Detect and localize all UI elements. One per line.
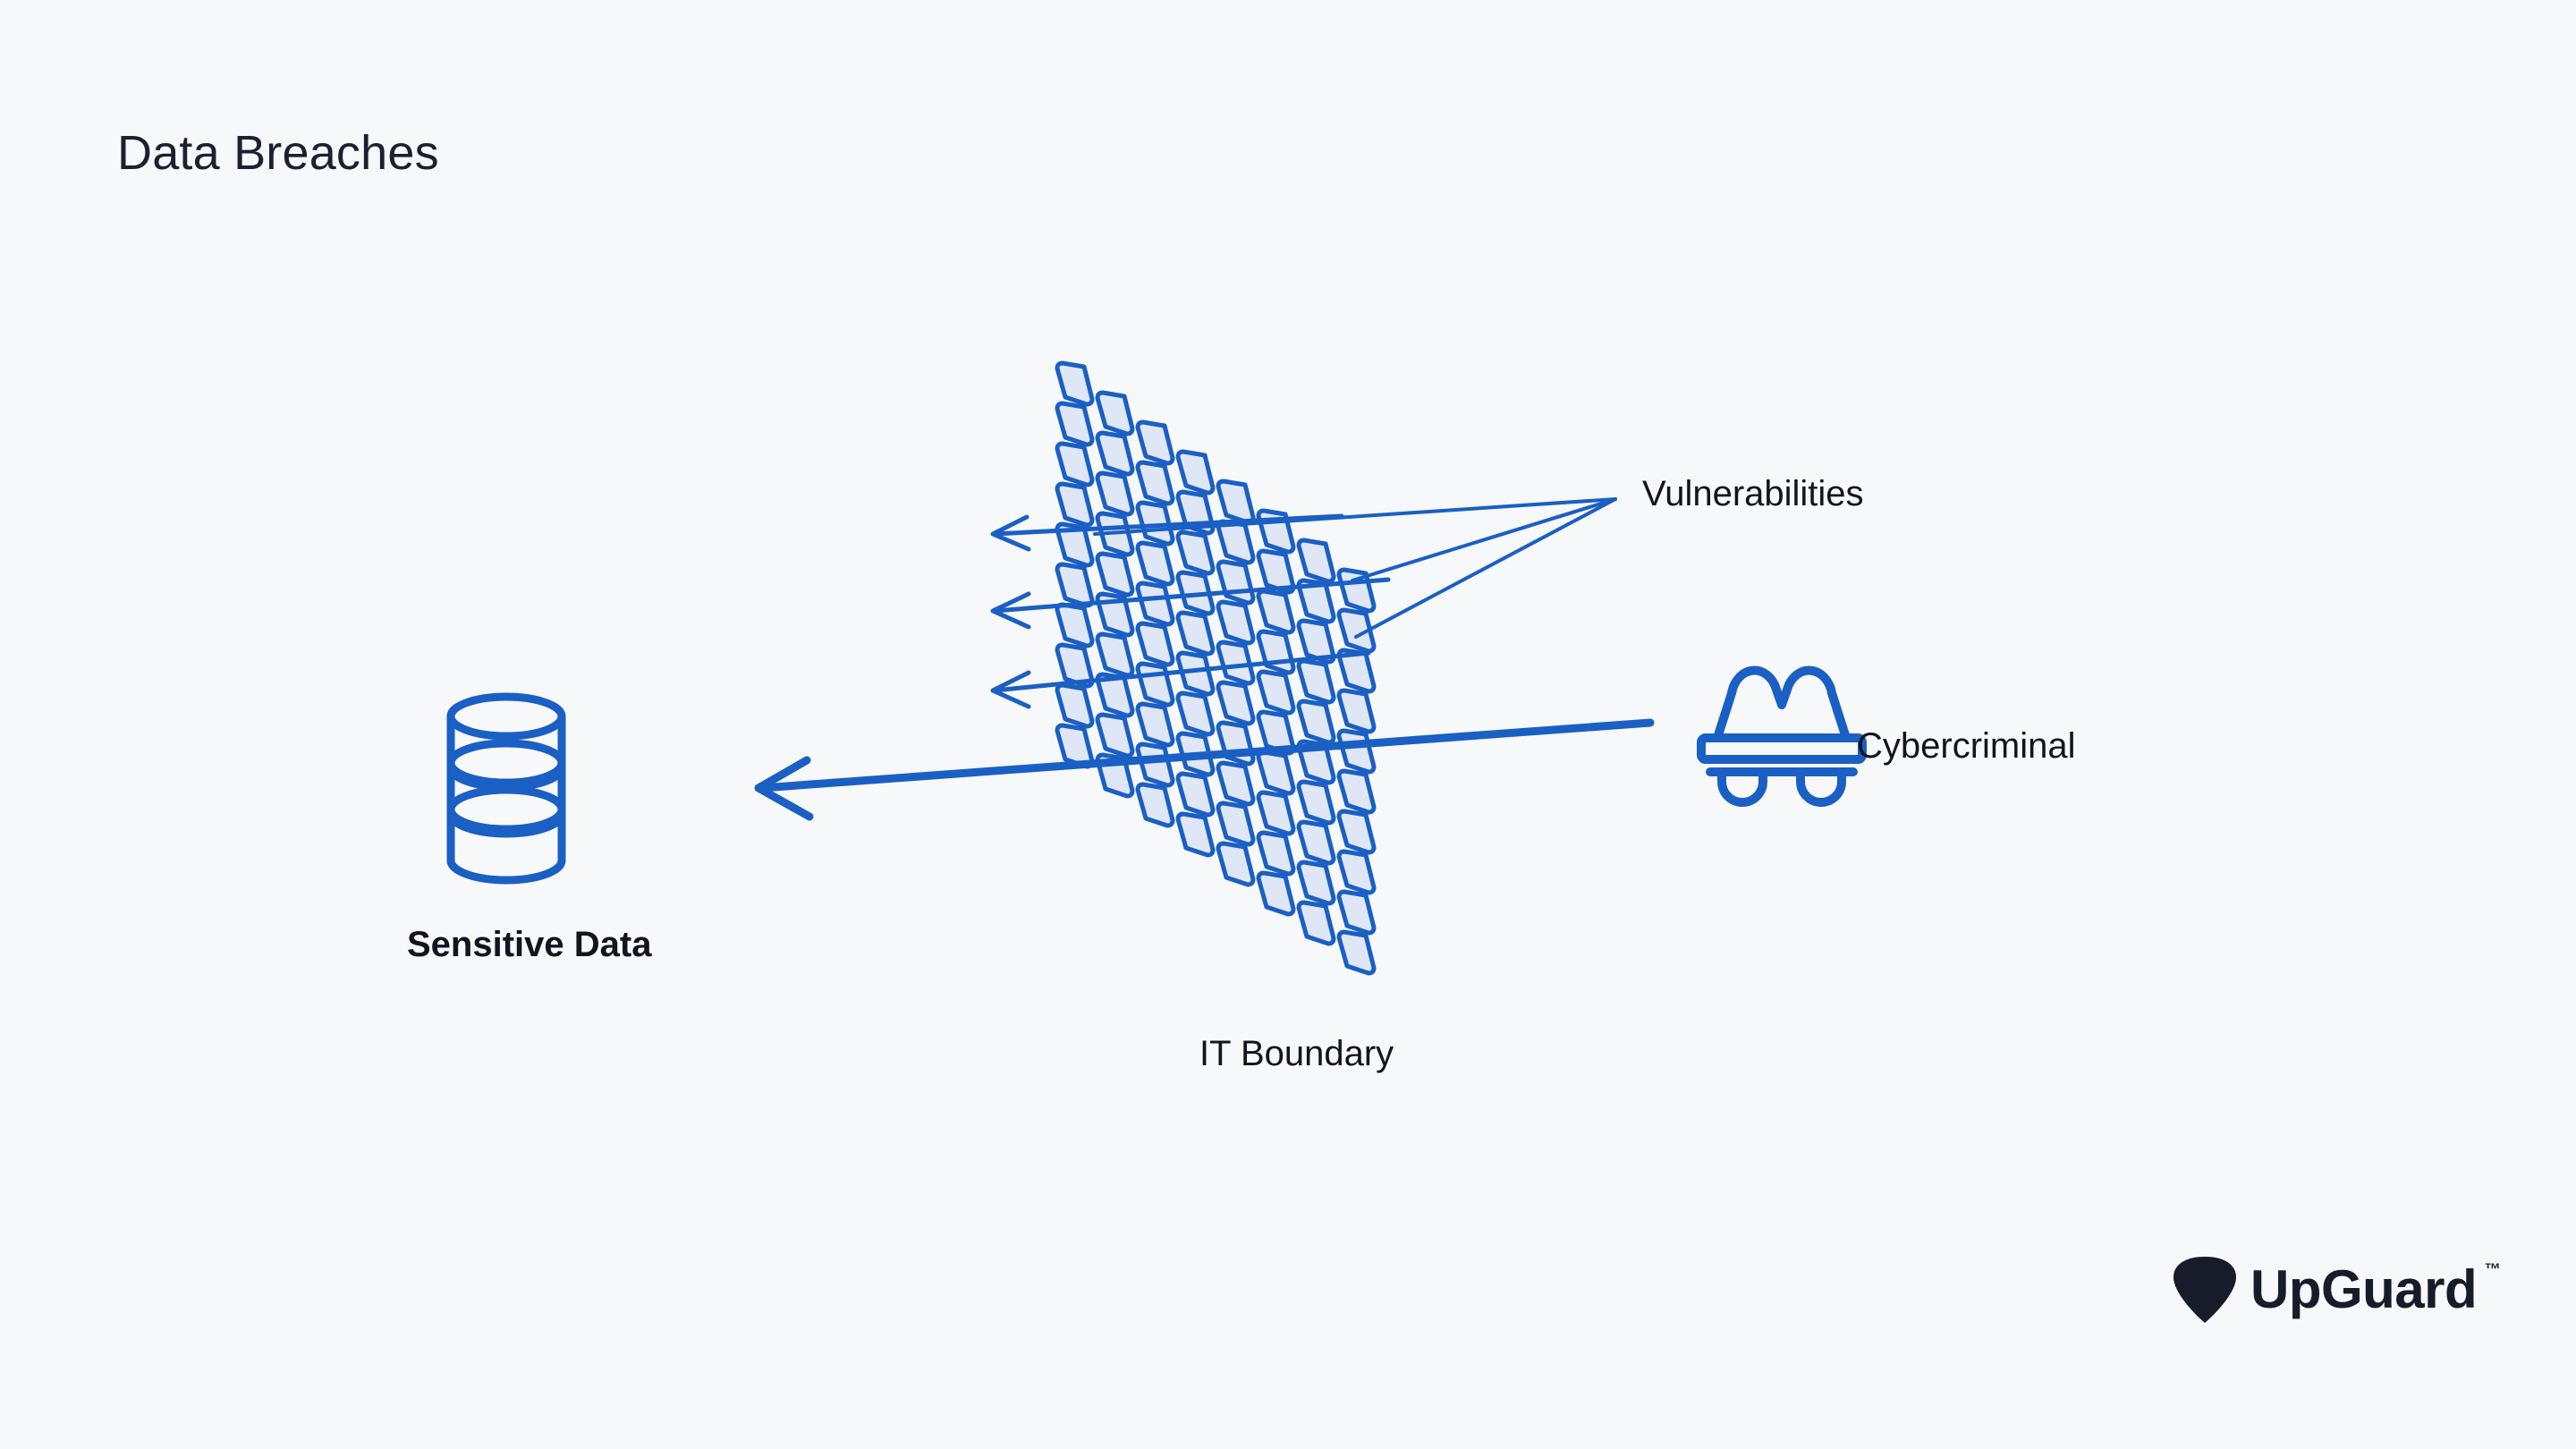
breach-arrow-2	[990, 577, 1391, 630]
mesh-tile	[1135, 419, 1175, 466]
page-title: Data Breaches	[117, 126, 439, 180]
mesh-tile	[1095, 712, 1135, 758]
mesh-tile	[1135, 580, 1175, 627]
attack-path-arrowhead	[754, 756, 814, 821]
mesh-tile	[1135, 500, 1175, 547]
mesh-tile	[1216, 841, 1256, 887]
mesh-tile	[1296, 779, 1336, 826]
mesh-tile	[1336, 809, 1377, 855]
mesh-tile	[1055, 481, 1095, 528]
upguard-logo: UpGuard ™	[2172, 1256, 2501, 1324]
incognito-hat-icon	[1697, 665, 1867, 807]
mesh-tile	[1055, 401, 1095, 447]
mesh-tile	[1135, 782, 1175, 828]
mesh-tile	[1336, 889, 1377, 936]
mesh-tile	[1095, 470, 1135, 517]
mesh-tile	[1256, 870, 1296, 917]
mesh-tile	[1175, 650, 1216, 697]
mesh-tile	[1175, 449, 1216, 496]
mesh-tile	[1216, 519, 1256, 565]
mesh-tile	[1336, 849, 1377, 895]
mesh-tile	[1216, 599, 1256, 646]
mesh-tile	[1336, 768, 1377, 815]
attack-path-line	[758, 718, 1655, 792]
mesh-tile	[1336, 648, 1377, 694]
mesh-tile	[1296, 860, 1336, 906]
mesh-tile	[1256, 669, 1296, 716]
mesh-tile	[1135, 621, 1175, 667]
mesh-tile	[1095, 390, 1135, 436]
vuln-leader-line-2	[1351, 497, 1617, 582]
mesh-tile	[1256, 830, 1296, 877]
mesh-tile	[1216, 760, 1256, 807]
mesh-tile	[1095, 631, 1135, 678]
trademark-symbol: ™	[2484, 1260, 2501, 1278]
mesh-tile	[1336, 728, 1377, 775]
database-icon	[446, 692, 566, 885]
mesh-tile	[1175, 811, 1216, 858]
mesh-tile	[1055, 441, 1095, 487]
vuln-leader-line-3	[1354, 497, 1617, 639]
mesh-tile	[1135, 460, 1175, 506]
vuln-leader-line-1	[1093, 497, 1617, 536]
mesh-tile	[1256, 790, 1296, 836]
mesh-tile	[1135, 701, 1175, 748]
mesh-tile	[1175, 610, 1216, 657]
mesh-tile	[1135, 741, 1175, 788]
mesh-tile	[1095, 430, 1135, 477]
mesh-tile	[1296, 538, 1336, 584]
mesh-tile	[1175, 530, 1216, 576]
mesh-tile	[1296, 699, 1336, 745]
mesh-tile	[1216, 479, 1256, 525]
mesh-tile	[1256, 750, 1296, 796]
upguard-wordmark: UpGuard ™	[2250, 1261, 2501, 1317]
mesh-tile	[1055, 562, 1095, 608]
mesh-tile	[1256, 589, 1296, 635]
mesh-tile	[1216, 801, 1256, 847]
mesh-tile	[1296, 819, 1336, 866]
mesh-tile	[1055, 360, 1095, 407]
mesh-tile	[1135, 540, 1175, 587]
mesh-tile	[1095, 672, 1135, 718]
mesh-tile	[1216, 559, 1256, 606]
attack-path-arrow	[754, 718, 1655, 821]
mesh-tile	[1055, 602, 1095, 648]
label-it-boundary: IT Boundary	[1199, 1034, 1394, 1073]
label-cybercriminal: Cybercriminal	[1857, 726, 2076, 766]
upguard-wordmark-text: UpGuard	[2250, 1259, 2478, 1319]
mesh-tile	[1296, 658, 1336, 705]
mesh-tile	[1216, 680, 1256, 726]
breach-arrow-1	[990, 513, 1344, 552]
breach-arrows	[990, 513, 1391, 709]
mesh-tile	[1336, 929, 1377, 976]
mesh-tile	[1095, 551, 1135, 597]
label-sensitive-data: Sensitive Data	[407, 925, 652, 964]
breach-arrow-3	[990, 650, 1371, 709]
mesh-tile	[1135, 661, 1175, 708]
mesh-tile	[1256, 629, 1296, 675]
mesh-tile	[1055, 521, 1095, 568]
mesh-tile	[1175, 691, 1216, 737]
label-vulnerabilities: Vulnerabilities	[1642, 474, 1864, 513]
mesh-tile	[1296, 900, 1336, 946]
mesh-tile	[1055, 682, 1095, 729]
upguard-pick-icon	[2174, 1257, 2236, 1323]
mesh-tile	[1175, 771, 1216, 818]
mesh-tile	[1296, 578, 1336, 624]
mesh-tile	[1216, 640, 1256, 686]
vulnerability-leader-lines	[1093, 497, 1617, 639]
mesh-tile	[1336, 688, 1377, 734]
